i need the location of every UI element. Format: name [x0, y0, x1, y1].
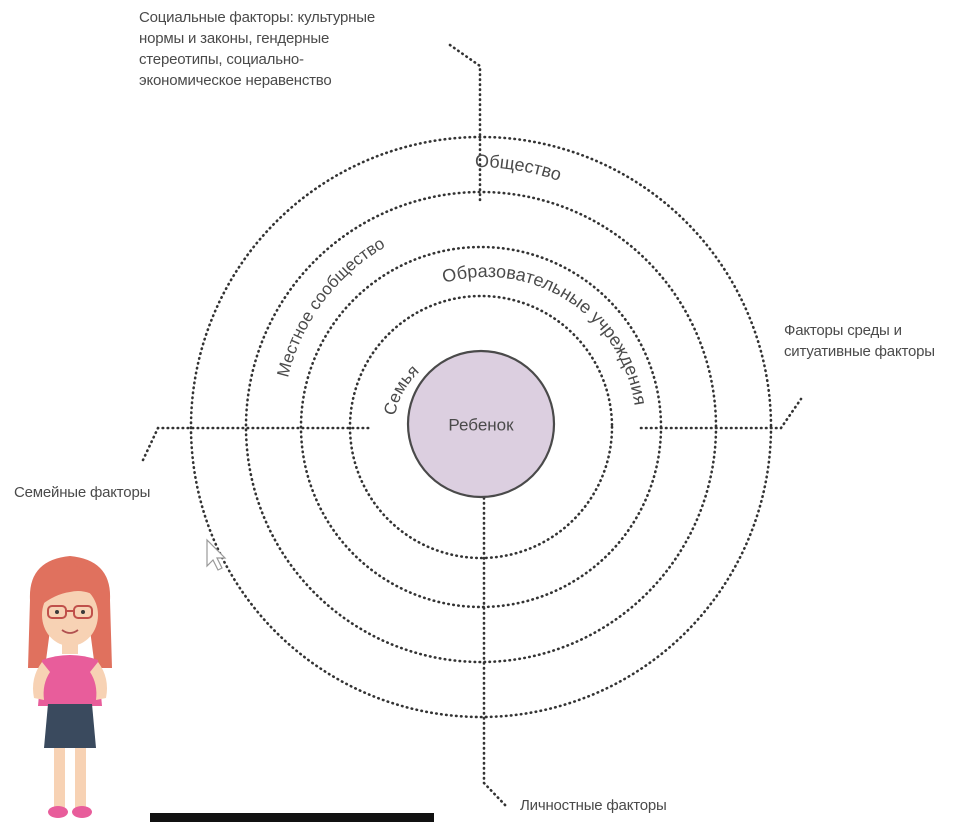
bottom-black-bar	[150, 813, 434, 822]
girl-character-illustration	[28, 556, 112, 818]
family-factors-label: Семейные факторы	[14, 482, 150, 503]
environment-factors-line-1: Факторы среды и	[784, 322, 902, 339]
axis-social	[448, 43, 482, 202]
svg-text:Общество: Общество	[475, 151, 564, 185]
axis-family	[141, 426, 374, 462]
environment-factors-line-2: ситуативные факторы	[784, 343, 935, 360]
ring-label-society: Общество	[475, 151, 564, 185]
center-circle	[406, 349, 556, 499]
social-factors-line-4: экономическое неравенство	[139, 72, 332, 89]
ring-family	[348, 294, 614, 560]
axis-personal	[482, 466, 508, 808]
social-factors-line-3: стереотипы, социально-	[139, 51, 304, 68]
social-factors-line-2: нормы и законы, гендерные	[139, 30, 330, 47]
environment-factors-label: Факторы среды и ситуативные факторы	[784, 320, 935, 362]
family-factors-text: Семейные факторы	[14, 484, 151, 501]
personal-factors-label: Личностные факторы	[520, 795, 667, 816]
social-factors-label: Социальные факторы: культурные нормы и з…	[139, 7, 375, 91]
cursor-icon	[206, 538, 227, 571]
axis-environment	[639, 397, 803, 430]
center-label: Ребенок	[448, 415, 514, 434]
social-factors-line-1: Социальные факторы: культурные	[139, 9, 375, 26]
personal-factors-text: Личностные факторы	[520, 797, 667, 814]
